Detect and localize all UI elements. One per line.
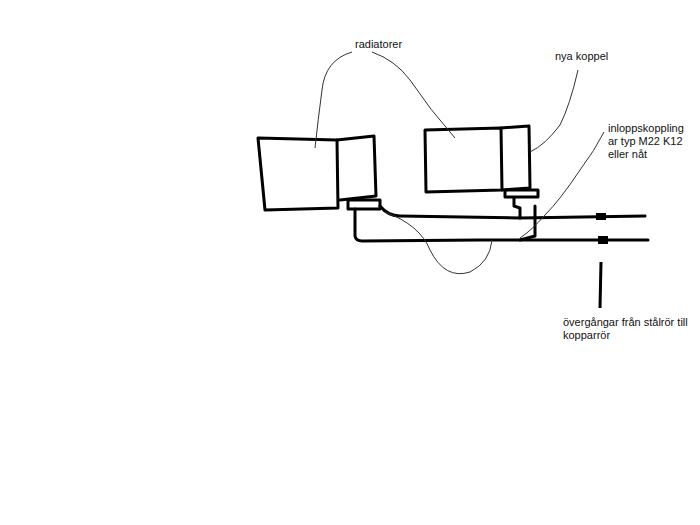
coupling-label: nya koppel xyxy=(554,50,609,63)
coupling-right xyxy=(501,126,530,190)
pipe-upper-out xyxy=(520,216,645,218)
leader-line xyxy=(315,52,352,148)
transition-fitting xyxy=(596,213,606,220)
inlet-coupling-label: inloppskopplingar typ M22 K12 eller nåt xyxy=(607,122,689,161)
coupling-left xyxy=(337,136,376,200)
transition-label: övergångar från stålrör till kopparrör xyxy=(562,316,696,342)
leader-line xyxy=(530,70,578,152)
inlet-coupling-right xyxy=(505,190,538,197)
leader-line xyxy=(372,52,455,138)
radiator-right xyxy=(425,128,502,192)
pipe-lower xyxy=(355,206,535,241)
radiator-left xyxy=(258,138,338,210)
pointer-line xyxy=(600,262,601,308)
pipe-upper xyxy=(380,198,520,218)
leader-line xyxy=(520,132,604,238)
transition-fitting xyxy=(598,236,608,244)
pipe-lower-out xyxy=(520,239,648,242)
inlet-coupling-left xyxy=(348,200,380,209)
radiator-label: radiatorer xyxy=(354,38,403,51)
leader-line xyxy=(385,212,492,274)
